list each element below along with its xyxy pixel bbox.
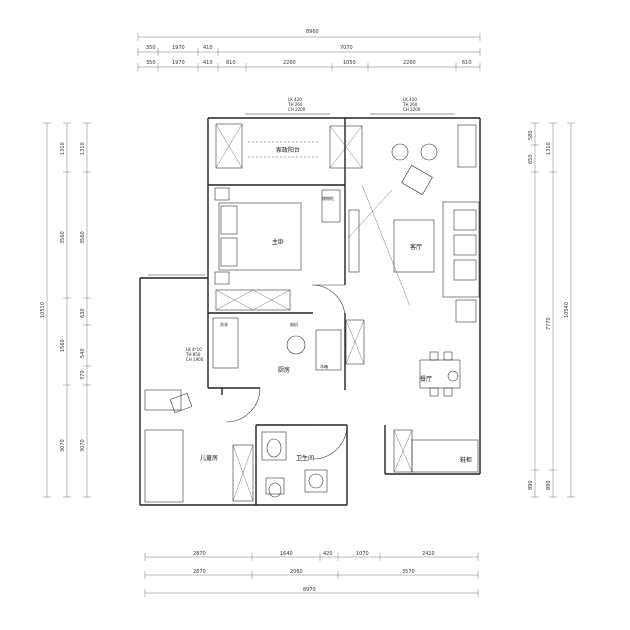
window-3-ch: CH 1900	[186, 357, 204, 362]
room-balcony: 家政阳台	[276, 146, 300, 154]
window-labels: LK 420 TH 260 CH 2200 LK 420 TH 260 CH 2…	[185, 97, 421, 362]
dim-bot-r1-4: 2410	[422, 551, 435, 557]
dim-top-r2-5: 1050	[343, 60, 356, 66]
top-dimensions: 8960 350 1970 410 7070 350 1970 410 810 …	[137, 29, 481, 71]
dim-bot-r2-0: 2870	[193, 569, 206, 575]
dim-bot-r2-2: 3570	[402, 569, 415, 575]
dim-bot-r1-1: 1640	[280, 551, 293, 557]
dim-top-r2-3: 810	[226, 60, 236, 66]
dim-left-r2-4: 370	[80, 370, 86, 380]
dim-top-r2-0: 350	[146, 60, 156, 66]
dim-bot-r2-1: 2060	[290, 569, 303, 575]
room-entry: 鞋柜	[460, 456, 472, 464]
dim-top-r1-2: 410	[203, 45, 213, 51]
window-1-th: TH 260	[287, 102, 303, 107]
dim-right-r1-0: 1310	[546, 142, 552, 155]
bottom-dimensions: 2870 1640 420 1070 2410 2870 2060 3570 8…	[144, 551, 479, 597]
furniture	[144, 123, 480, 503]
room-labels: 家政阳台 主卧 客厅 厨房 餐厅 儿童房 卫生间 鞋柜 储物柜 冰箱 烟机 洗衣	[200, 146, 472, 464]
dim-top-r2-4: 2260	[283, 60, 296, 66]
dim-left-r2-5: 3070	[80, 439, 86, 452]
window-3-th: TH 850	[185, 352, 201, 357]
dim-top-r1-1: 1970	[172, 45, 185, 51]
window-2-th: TH 260	[402, 102, 418, 107]
dim-top-total: 8960	[306, 29, 319, 35]
dim-right-outer: 10540	[564, 302, 570, 318]
dim-top-r1-3: 7070	[340, 45, 353, 51]
room-kitchen: 厨房	[278, 366, 290, 374]
room-study: 儿童房	[200, 454, 218, 462]
dim-right-r1-1: 7770	[546, 317, 552, 330]
dim-left-r2-2: 630	[80, 308, 86, 318]
window-2-lk: LK 420	[403, 97, 417, 102]
dim-bot-r1-0: 2870	[193, 551, 206, 557]
walls	[139, 113, 481, 506]
dim-right-r2-0: 580	[528, 130, 534, 140]
dim-right-r2-2: 890	[528, 480, 534, 490]
window-2-ch: CH 2200	[403, 107, 421, 112]
dim-left-r1-2: 1560	[60, 339, 66, 352]
dim-bot-total: 8970	[303, 587, 316, 593]
dim-right-r2-1: 650	[528, 154, 534, 164]
dim-left-outer: 10510	[40, 302, 46, 318]
right-dimensions: 580 650 890 1310 7770 890 10540	[528, 122, 575, 498]
dim-bot-r1-2: 420	[323, 551, 333, 557]
room-dining: 餐厅	[420, 375, 432, 383]
dim-left-r2-1: 3560	[80, 231, 86, 244]
dim-top-r2-1: 1970	[172, 60, 185, 66]
dim-bot-r1-3: 1070	[356, 551, 369, 557]
label-dishwasher: 烟机	[290, 321, 298, 327]
dim-right-r1-2: 890	[546, 480, 552, 490]
dim-left-r2-0: 1310	[80, 142, 86, 155]
room-bath: 卫生间	[296, 454, 314, 462]
room-master: 主卧	[272, 238, 284, 246]
window-1-ch: CH 2200	[288, 107, 306, 112]
room-living: 客厅	[410, 243, 422, 251]
dim-top-r2-7: 610	[462, 60, 472, 66]
dim-left-r1-1: 3560	[60, 231, 66, 244]
dim-top-r2-6: 2260	[403, 60, 416, 66]
dim-left-r2-3: 540	[80, 348, 86, 358]
dim-top-r1-0: 350	[146, 45, 156, 51]
label-washer: 洗衣	[220, 321, 228, 327]
dim-left-r1-0: 1310	[60, 142, 66, 155]
window-3-lk: LK 4*10	[186, 347, 202, 352]
dim-left-r1-3: 3070	[60, 439, 66, 452]
window-1-lk: LK 420	[288, 97, 302, 102]
left-dimensions: 10510 1310 3560 1560 3070 1310 3560 630 …	[40, 122, 91, 498]
label-wardrobe-cab: 储物柜	[322, 195, 334, 201]
dim-top-r2-2: 410	[203, 60, 213, 66]
label-fridge: 冰箱	[320, 363, 328, 369]
